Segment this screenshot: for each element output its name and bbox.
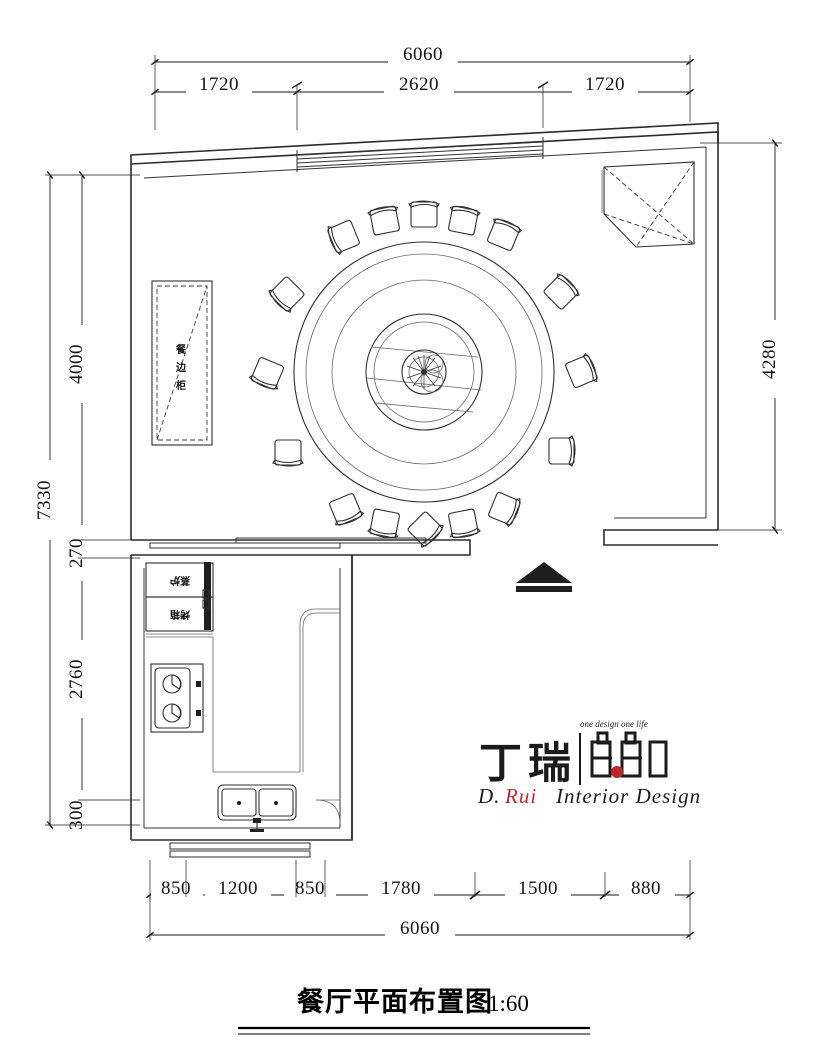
drawing-title: 餐厅平面布置图 xyxy=(297,987,493,1018)
dim-left-seg-3: 2760 xyxy=(66,659,87,699)
dim-bottom-seg-4: 1780 xyxy=(381,878,421,899)
dim-bottom-seg-1: 850 xyxy=(161,878,191,899)
dim-right-overall: 4280 xyxy=(759,339,780,379)
logo-cn-secondary: 瑞 xyxy=(528,739,571,789)
logo-seal-mark xyxy=(579,731,668,785)
corner-cabinet xyxy=(601,161,695,248)
sideboard-label-char-2: 边 xyxy=(175,361,187,374)
title-block: 餐厅平面布置图 1:60 xyxy=(238,987,590,1035)
kitchen-fittings: 蒸炉 烤箱 xyxy=(145,562,341,832)
dim-top-seg-2: 2620 xyxy=(399,74,439,95)
appliance-lower-label: 烤箱 xyxy=(170,608,190,621)
dim-left-seg-4: 300 xyxy=(66,800,87,830)
sideboard-label-char-1: 餐 xyxy=(175,343,187,356)
dim-bottom-seg-2: 1200 xyxy=(218,878,258,899)
dim-bottom-overall: 6060 xyxy=(400,918,440,939)
kitchen-door-band xyxy=(169,842,311,858)
entry-direction-marker xyxy=(516,562,572,592)
logo-en-rui: Rui xyxy=(504,784,537,808)
logo-cn-primary: 丁 xyxy=(479,739,522,789)
bottom-dimension-chain: 850 1200 850 1780 1500 880 6060 xyxy=(145,860,695,945)
dim-bottom-seg-3: 850 xyxy=(295,878,325,899)
gas-cooktop xyxy=(150,663,204,733)
window-glazing xyxy=(296,137,544,172)
dim-bottom-seg-6: 880 xyxy=(631,878,661,899)
logo-tagline: one design one life xyxy=(580,719,648,729)
sideboard-cabinet xyxy=(151,280,213,446)
appliance-upper-label: 蒸炉 xyxy=(170,574,190,587)
dim-top-seg-1: 1720 xyxy=(199,74,239,95)
sideboard-label: 餐 边 柜 xyxy=(175,343,187,392)
logo-en-rest: Interior Design xyxy=(555,784,701,808)
burner-2 xyxy=(162,703,182,723)
dim-left-overall: 7330 xyxy=(34,480,55,520)
left-dimension-chain: 7330 4000 270 2760 300 xyxy=(34,170,140,842)
dim-bottom-seg-5: 1500 xyxy=(518,878,558,899)
top-dimension-chain: 6060 1720 2620 1720 xyxy=(150,44,695,130)
round-dining-table-group xyxy=(247,200,601,550)
burner-1 xyxy=(162,674,182,694)
dim-top-seg-3: 1720 xyxy=(585,74,625,95)
kitchen-sink xyxy=(217,784,297,832)
logo-en-d: D. xyxy=(477,784,500,808)
studio-logo: 丁 瑞 one design one life D. Rui Interior … xyxy=(477,719,701,808)
dim-left-seg-1: 4000 xyxy=(66,344,87,384)
dim-top-overall: 6060 xyxy=(403,44,443,65)
sideboard-label-char-3: 柜 xyxy=(175,379,186,392)
dim-left-seg-2: 270 xyxy=(66,538,87,568)
right-dimension: 4280 xyxy=(700,138,784,535)
drawing-scale: 1:60 xyxy=(488,991,529,1016)
table-centerpiece xyxy=(401,349,447,395)
appliance-stack: 蒸炉 烤箱 xyxy=(145,562,214,632)
